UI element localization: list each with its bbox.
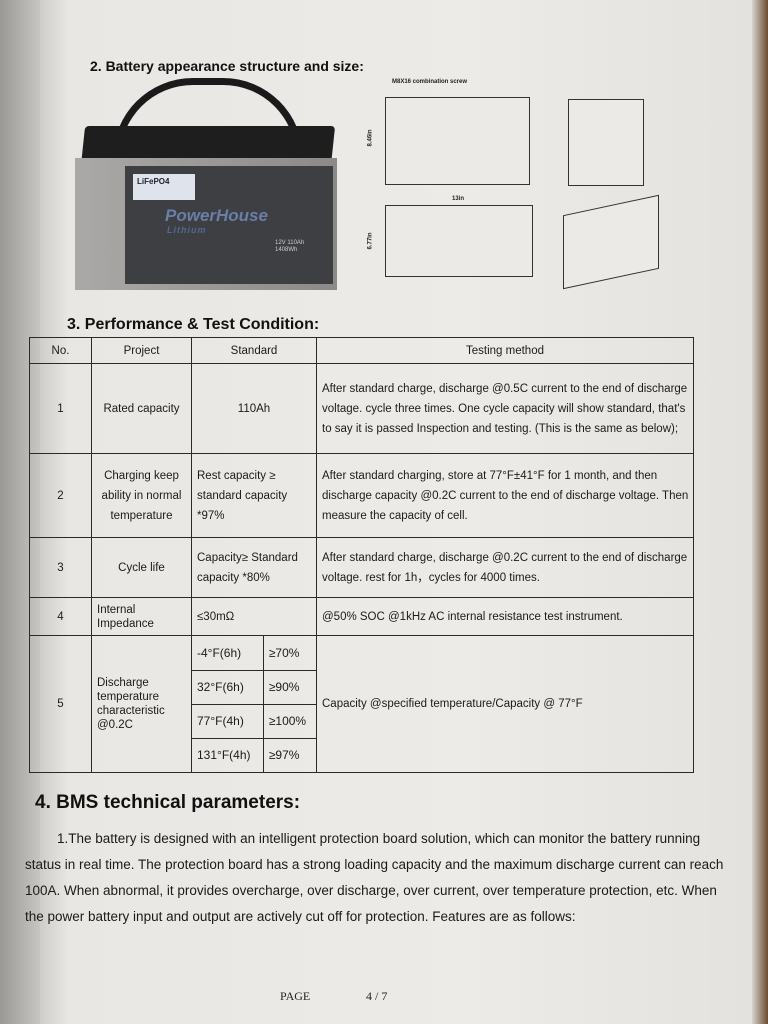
cell-standard: 110Ah: [191, 363, 317, 454]
sub-temp: -4°F(6h): [192, 636, 264, 671]
screw-label: M8X16 combination screw: [392, 79, 468, 85]
performance-table: No. Project Standard Testing method 1 Ra…: [29, 337, 694, 773]
header-no: No.: [29, 337, 92, 364]
cell-no: 1: [29, 363, 92, 454]
cell-method: @50% SOC @1kHz AC internal resistance te…: [316, 597, 694, 636]
brand-logo: PowerHouse: [165, 206, 268, 225]
cell-standard: Capacity≥ Standard capacity *80%: [191, 537, 317, 598]
sub-temp: 77°F(4h): [192, 703, 264, 739]
height-label: 8.46in: [367, 129, 374, 147]
page-label: PAGE: [280, 989, 311, 1003]
cell-standard: ≤30mΩ: [191, 597, 317, 636]
side-view: [568, 99, 644, 186]
chemistry-label: LiFePO4: [133, 174, 195, 200]
width-label: 6.77in: [367, 232, 374, 250]
cell-method: After standard charge, discharge @0.5C c…: [316, 363, 694, 454]
front-view: [385, 97, 530, 185]
header-method: Testing method: [316, 337, 694, 364]
page-number: 4 / 7: [366, 989, 388, 1003]
table-header: No. Project Standard Testing method: [29, 337, 694, 364]
cell-method: Capacity @specified temperature/Capacity…: [316, 635, 694, 773]
spec-energy: 1408Wh: [275, 247, 298, 253]
sub-value: ≥100%: [262, 703, 316, 739]
cell-no: 2: [29, 453, 92, 538]
section-3-heading: 3. Performance & Test Condition:: [67, 316, 320, 333]
table-row: 4 Internal Impedance ≤30mΩ @50% SOC @1kH…: [29, 597, 694, 636]
sub-temp: 32°F(6h): [192, 669, 264, 705]
cell-standard: Rest capacity ≥ standard capacity *97%: [191, 453, 317, 538]
sub-value: ≥70%: [262, 636, 316, 671]
table-row: 5 Discharge temperature characteristic @…: [29, 635, 694, 773]
sub-value: ≥97%: [262, 737, 316, 772]
cell-no: 5: [29, 635, 92, 773]
length-label: 13in: [452, 196, 465, 202]
cell-method: After standard charging, store at 77°F±4…: [316, 453, 694, 538]
sub-value: ≥90%: [262, 669, 316, 705]
sub-temp: 131°F(4h): [192, 737, 264, 772]
section-2-heading: 2. Battery appearance structure and size…: [90, 58, 364, 74]
cell-method: After standard charge, discharge @0.2C c…: [316, 537, 694, 598]
header-project: Project: [91, 337, 192, 364]
cell-project: Charging keep ability in normal temperat…: [91, 453, 192, 538]
bms-paragraph: 1.The battery is designed with an intell…: [25, 831, 724, 924]
table-row: 1 Rated capacity 110Ah After standard ch…: [29, 363, 694, 454]
cell-no: 4: [29, 597, 92, 636]
cell-project: Discharge temperature characteristic @0.…: [91, 635, 192, 773]
header-standard: Standard: [191, 337, 317, 364]
section-4-heading: 4. BMS technical parameters:: [35, 792, 301, 813]
table-edge: [752, 0, 768, 1024]
cell-project: Rated capacity: [91, 363, 192, 454]
spec-voltage: 12V 110Ah: [275, 240, 305, 246]
cell-project: Internal Impedance: [91, 597, 192, 636]
cell-no: 3: [29, 537, 92, 598]
cell-standard-subtable: -4°F(6h)≥70% 32°F(6h)≥90% 77°F(4h)≥100% …: [191, 635, 317, 773]
cell-project: Cycle life: [91, 537, 192, 598]
brand-sub-logo: Lithium: [167, 225, 207, 235]
table-row: 2 Charging keep ability in normal temper…: [29, 453, 694, 538]
table-row: 3 Cycle life Capacity≥ Standard capacity…: [29, 537, 694, 598]
top-view: [385, 205, 533, 277]
temperature-subtable: -4°F(6h)≥70% 32°F(6h)≥90% 77°F(4h)≥100% …: [192, 636, 316, 772]
